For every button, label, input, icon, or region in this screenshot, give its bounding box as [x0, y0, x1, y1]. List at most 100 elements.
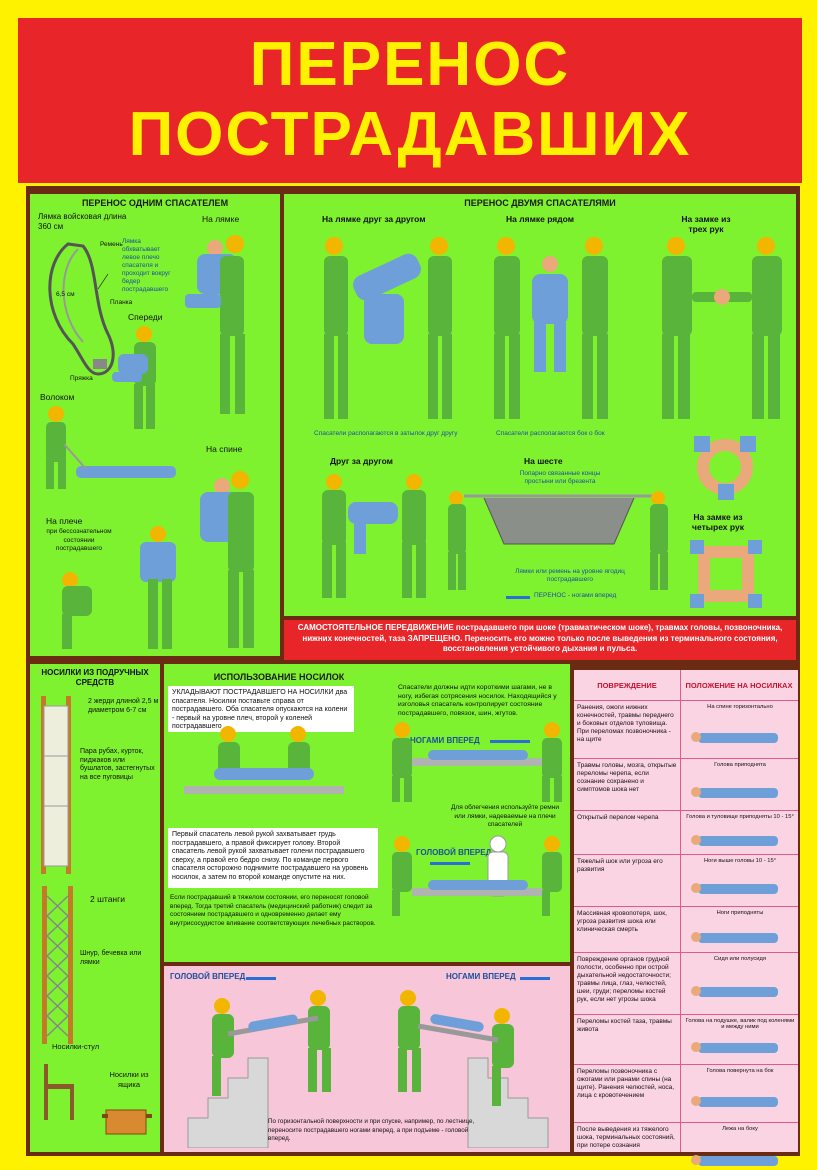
- patient-position-figure: [691, 835, 778, 846]
- head-forward-figure: [392, 835, 562, 916]
- patient-position-figure: [691, 787, 778, 798]
- title-line-2: ПОСТРАДАВШИХ: [128, 100, 692, 169]
- front-label: Спереди: [128, 312, 163, 322]
- stretcher-use-header: ИСПОЛЬЗОВАНИЕ НОСИЛОК: [213, 672, 345, 682]
- stretcher-lift-figure: [184, 726, 344, 794]
- two-rescuers-panel: ПЕРЕНОС ДВУМЯ СПАСАТЕЛЯМИ На лямке друг …: [284, 194, 796, 616]
- stairs-feet-arrow: [520, 977, 550, 980]
- one-rescuer-header: ПЕРЕНОС ОДНИМ СПАСАТЕЛЕМ: [81, 198, 229, 208]
- table-row: Повреждение органов грудной полости, осо…: [574, 952, 798, 1014]
- title-line-1: ПЕРЕНОС: [249, 30, 571, 99]
- box-figure: [102, 1109, 152, 1135]
- strap-in-line-label: На лямке друг за другом: [322, 214, 426, 224]
- step4-note: Если пострадавший в тяжелом состоянии, е…: [170, 894, 376, 927]
- four-hands-lock-figure: [690, 540, 762, 608]
- table-row-injury: Открытый перелом черепа: [577, 814, 659, 821]
- three-hands-lock-figure: [694, 436, 756, 500]
- table-row-position: На спине горизонтально: [707, 704, 773, 710]
- strap-plate-label: Планка: [110, 299, 133, 306]
- head-forward-arrow: [430, 862, 470, 865]
- table-col-position: ПОЛОЖЕНИЕ НА НОСИЛКАХ: [685, 680, 793, 690]
- table-row-position: Голова и туловище приподняты 10 - 15°: [686, 814, 794, 820]
- stairs-up-figure: [187, 990, 331, 1148]
- table-row-position: Голова приподнята: [714, 762, 766, 768]
- table-row: Массивная кровопотеря, шок, угроза разви…: [574, 906, 798, 952]
- table-row-injury: После выведения из тяжелого шока, термин…: [577, 1126, 675, 1149]
- strap-side-label: На лямке рядом: [506, 214, 575, 224]
- on-pole-figure: [448, 491, 668, 590]
- table-row-injury: Ранения, ожоги нижних конечностей, травм…: [577, 704, 674, 743]
- on-strap-label: На лямке: [202, 214, 240, 224]
- cord-stretcher-figure: [42, 886, 73, 1044]
- patient-position-figure: [691, 932, 778, 943]
- cord-note: Шнур, бечевка или лямки: [80, 950, 142, 966]
- patient-position-figure: [691, 986, 778, 997]
- patient-position-figure: [691, 1042, 778, 1053]
- box-label: Носилки из ящика: [109, 1070, 149, 1089]
- feet-forward-arrow: [490, 740, 530, 743]
- on-shoulder-label: На плече: [46, 516, 83, 526]
- improvised-panel: НОСИЛКИ ИЗ ПОДРУЧНЫХ СРЕДСТВ 2 жерди дли…: [30, 664, 160, 1152]
- strap-width-label: 6,5 см: [56, 291, 75, 298]
- stairs-head-arrow: [246, 977, 276, 980]
- stairs-feet-label: НОГАМИ ВПЕРЕД: [446, 972, 516, 981]
- table-row-position: Ноги выше головы 10 - 15°: [703, 858, 777, 864]
- strap-diagram: [48, 242, 115, 376]
- rescuer-on-strap-figure: [185, 235, 245, 414]
- table-row-injury: Переломы костей таза, травмы живота: [577, 1018, 672, 1033]
- table-row: После выведения из тяжелого шока, термин…: [574, 1122, 798, 1170]
- positions-table: ПОВРЕЖДЕНИЕ ПОЛОЖЕНИЕ НА НОСИЛКАХ Ранени…: [574, 670, 798, 1166]
- on-shoulder-note: при бессознательном состоянии пострадавш…: [46, 528, 112, 552]
- strap-side-figure: [494, 237, 608, 419]
- patient-position-figure: [691, 883, 778, 894]
- rescuer-drag-figure: [46, 406, 176, 489]
- table-row-injury: Массивная кровопотеря, шок, угроза разви…: [577, 910, 667, 933]
- stretcher-use-panel: ИСПОЛЬЗОВАНИЕ НОСИЛОК УКЛАДЫВАЮТ ПОСТРАД…: [164, 664, 570, 962]
- table-row: Переломы позвоночника с ожогами или рана…: [574, 1064, 798, 1122]
- strap-belt-label: Ремень: [100, 241, 123, 248]
- table-row: Тяжелый шок или угроза его развития Ноги …: [574, 854, 798, 906]
- feet-forward-label: НОГАМИ ВПЕРЕД: [410, 736, 480, 745]
- table-row-position: Голова повернута на бок: [706, 1068, 774, 1074]
- on-strap-note: Лямка обхватывает левое плечо спасателя …: [122, 238, 171, 293]
- table-row-injury: Травмы головы, мозга, открытые переломы …: [577, 762, 677, 793]
- in-line-note: Спасатели располагаются в затылок друг д…: [314, 430, 458, 437]
- belts-note: Для облегчения используйте ремни или лям…: [451, 804, 559, 828]
- title-band: ПЕРЕНОС ПОСТРАДАВШИХ: [18, 18, 802, 183]
- side-note: Спасатели располагаются бок о бок: [496, 430, 605, 437]
- patient-position-figure: [691, 1155, 778, 1166]
- table-col-injury: ПОВРЕЖДЕНИЕ: [597, 680, 657, 690]
- clothes-note: Пара рубах, курток, пиджаков или бушлато…: [80, 748, 155, 781]
- table-row-position: Лежа на боку: [722, 1126, 758, 1132]
- table-row-position: Сидя или полусидя: [713, 956, 767, 962]
- three-hands-label: На замке из трех рук: [681, 214, 731, 234]
- rescuer-on-shoulder-figure: [62, 526, 176, 649]
- step3-box: Первый спасатель левой рукой захватывает…: [168, 828, 378, 888]
- improvised-header: НОСИЛКИ ИЗ ПОДРУЧНЫХ СРЕДСТВ: [41, 668, 149, 687]
- table-divider: [680, 670, 681, 1152]
- table-row-injury: Тяжелый шок или угроза его развития: [577, 858, 663, 873]
- one-rescuer-panel: ПЕРЕНОС ОДНИМ СПАСАТЕЛЕМ Лямка войсковая…: [30, 194, 280, 656]
- strap-title: Лямка войсковая длина 360 см: [38, 212, 127, 231]
- feet-forward-figure: [392, 722, 562, 802]
- bars-label: 2 штанги: [90, 894, 125, 904]
- step1-box: УКЛАДЫВАЮТ ПОСТРАДАВШЕГО НА НОСИЛКИ два …: [168, 686, 354, 732]
- table-row: Травмы головы, мозга, открытые переломы …: [574, 758, 798, 810]
- table-row-position: Голова на подушке, валик под коленями и …: [685, 1018, 795, 1030]
- table-row-injury: Переломы позвоночника с ожогами или рана…: [577, 1068, 675, 1099]
- head-forward-label: ГОЛОВОЙ ВПЕРЕД: [416, 848, 492, 857]
- stairs-down-figure: [398, 990, 549, 1148]
- strap-buckle-label: Пряжка: [70, 375, 93, 382]
- patient-position-figure: [691, 1096, 778, 1107]
- warning-box: САМОСТОЯТЕЛЬНОЕ ПЕРЕДВИЖЕНИЕ пострадавше…: [284, 620, 796, 660]
- table-row: Переломы костей таза, травмы живота Голов…: [574, 1014, 798, 1064]
- table-row: Ранения, ожоги нижних конечностей, травм…: [574, 700, 798, 758]
- poles-note: 2 жерди длиной 2,5 м диаметром 6-7 см: [88, 698, 159, 714]
- on-back-label: На спине: [206, 444, 243, 454]
- stairs-head-label: ГОЛОВОЙ ВПЕРЕД: [170, 972, 246, 981]
- stairs-note: По горизонтальной поверхности и при спус…: [268, 1118, 475, 1142]
- drag-label: Волоком: [40, 392, 75, 402]
- step2-note: Спасатели должны идти короткими шагами, …: [398, 684, 557, 717]
- three-hands-figure: [662, 237, 782, 419]
